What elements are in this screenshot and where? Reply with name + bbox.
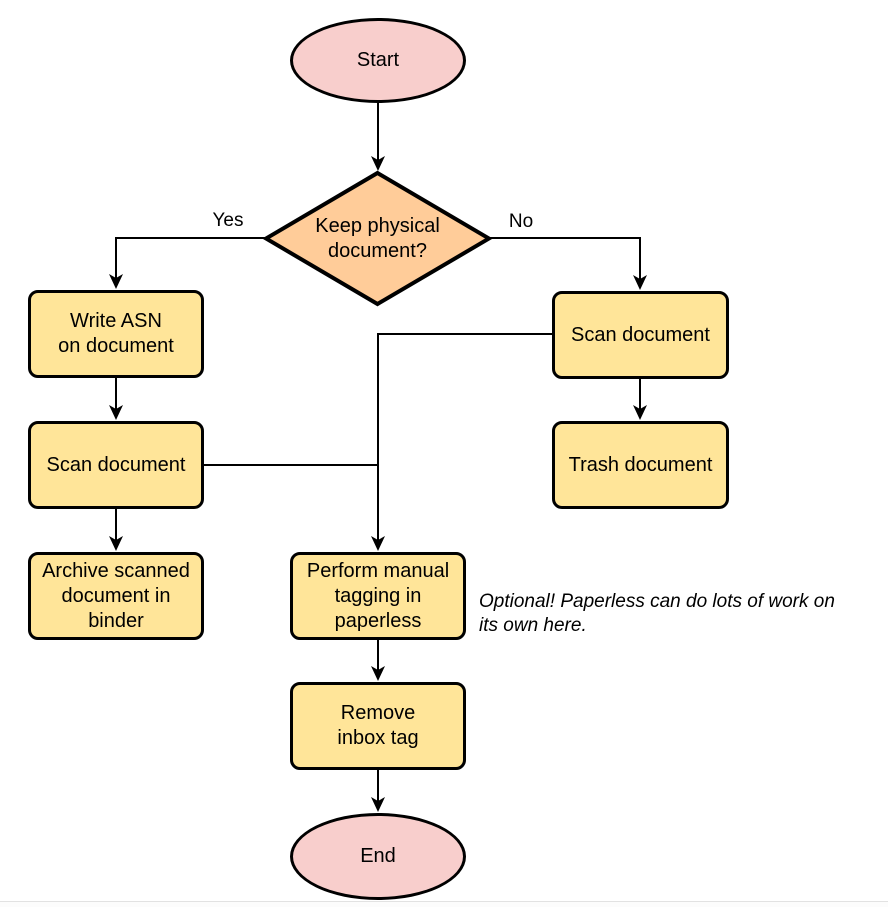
optional-note-text: Optional! Paperless can do lots of work … (479, 591, 835, 636)
edge-scan-right-to-manual-tagging (371, 333, 552, 551)
node-scan-right-label: Scan document (571, 323, 710, 346)
node-perform-manual-tagging: Perform manual tagging in paperless (290, 552, 466, 640)
node-write-asn-label: Write ASN on document (58, 310, 174, 357)
node-manual-tagging-label: Perform manual tagging in paperless (306, 559, 450, 632)
node-archive-scanned-document: Archive scanned document in binder (28, 552, 204, 640)
node-scan-document-right: Scan document (552, 291, 729, 379)
edge-label-no: No (505, 211, 537, 233)
edge-decision-no-to-scan-right (490, 237, 647, 290)
edge-decision-yes-to-write-asn (109, 237, 265, 289)
edge-label-yes: Yes (209, 210, 247, 232)
node-decision-label: Keep physical document? (315, 214, 440, 262)
node-remove-inbox-tag: Remove inbox tag (290, 682, 466, 770)
node-scan-document-left: Scan document (28, 421, 204, 509)
node-start: Start (290, 18, 466, 103)
diamond-shape (263, 170, 492, 307)
edge-scan-left-to-archive (109, 509, 123, 551)
node-trash-document: Trash document (552, 421, 729, 509)
node-archive-label: Archive scanned document in binder (42, 559, 190, 632)
node-write-asn-on-document: Write ASN on document (28, 290, 204, 378)
edge-scan-right-to-trash (633, 379, 647, 420)
edge-write-asn-to-scan-left (109, 378, 123, 420)
edge-manual-tagging-to-remove-inbox (371, 640, 385, 681)
node-decision-keep-physical-document: Keep physical document? (263, 170, 492, 307)
node-end: End (290, 813, 466, 900)
edge-start-to-decision (371, 103, 385, 171)
node-remove-inbox-label: Remove inbox tag (337, 702, 419, 749)
page-bottom-divider (0, 901, 888, 907)
edge-remove-inbox-to-end (371, 770, 385, 812)
node-trash-label: Trash document (568, 453, 713, 476)
node-scan-left-label: Scan document (46, 453, 186, 476)
node-start-label: Start (356, 49, 400, 71)
node-end-label: End (360, 845, 396, 867)
